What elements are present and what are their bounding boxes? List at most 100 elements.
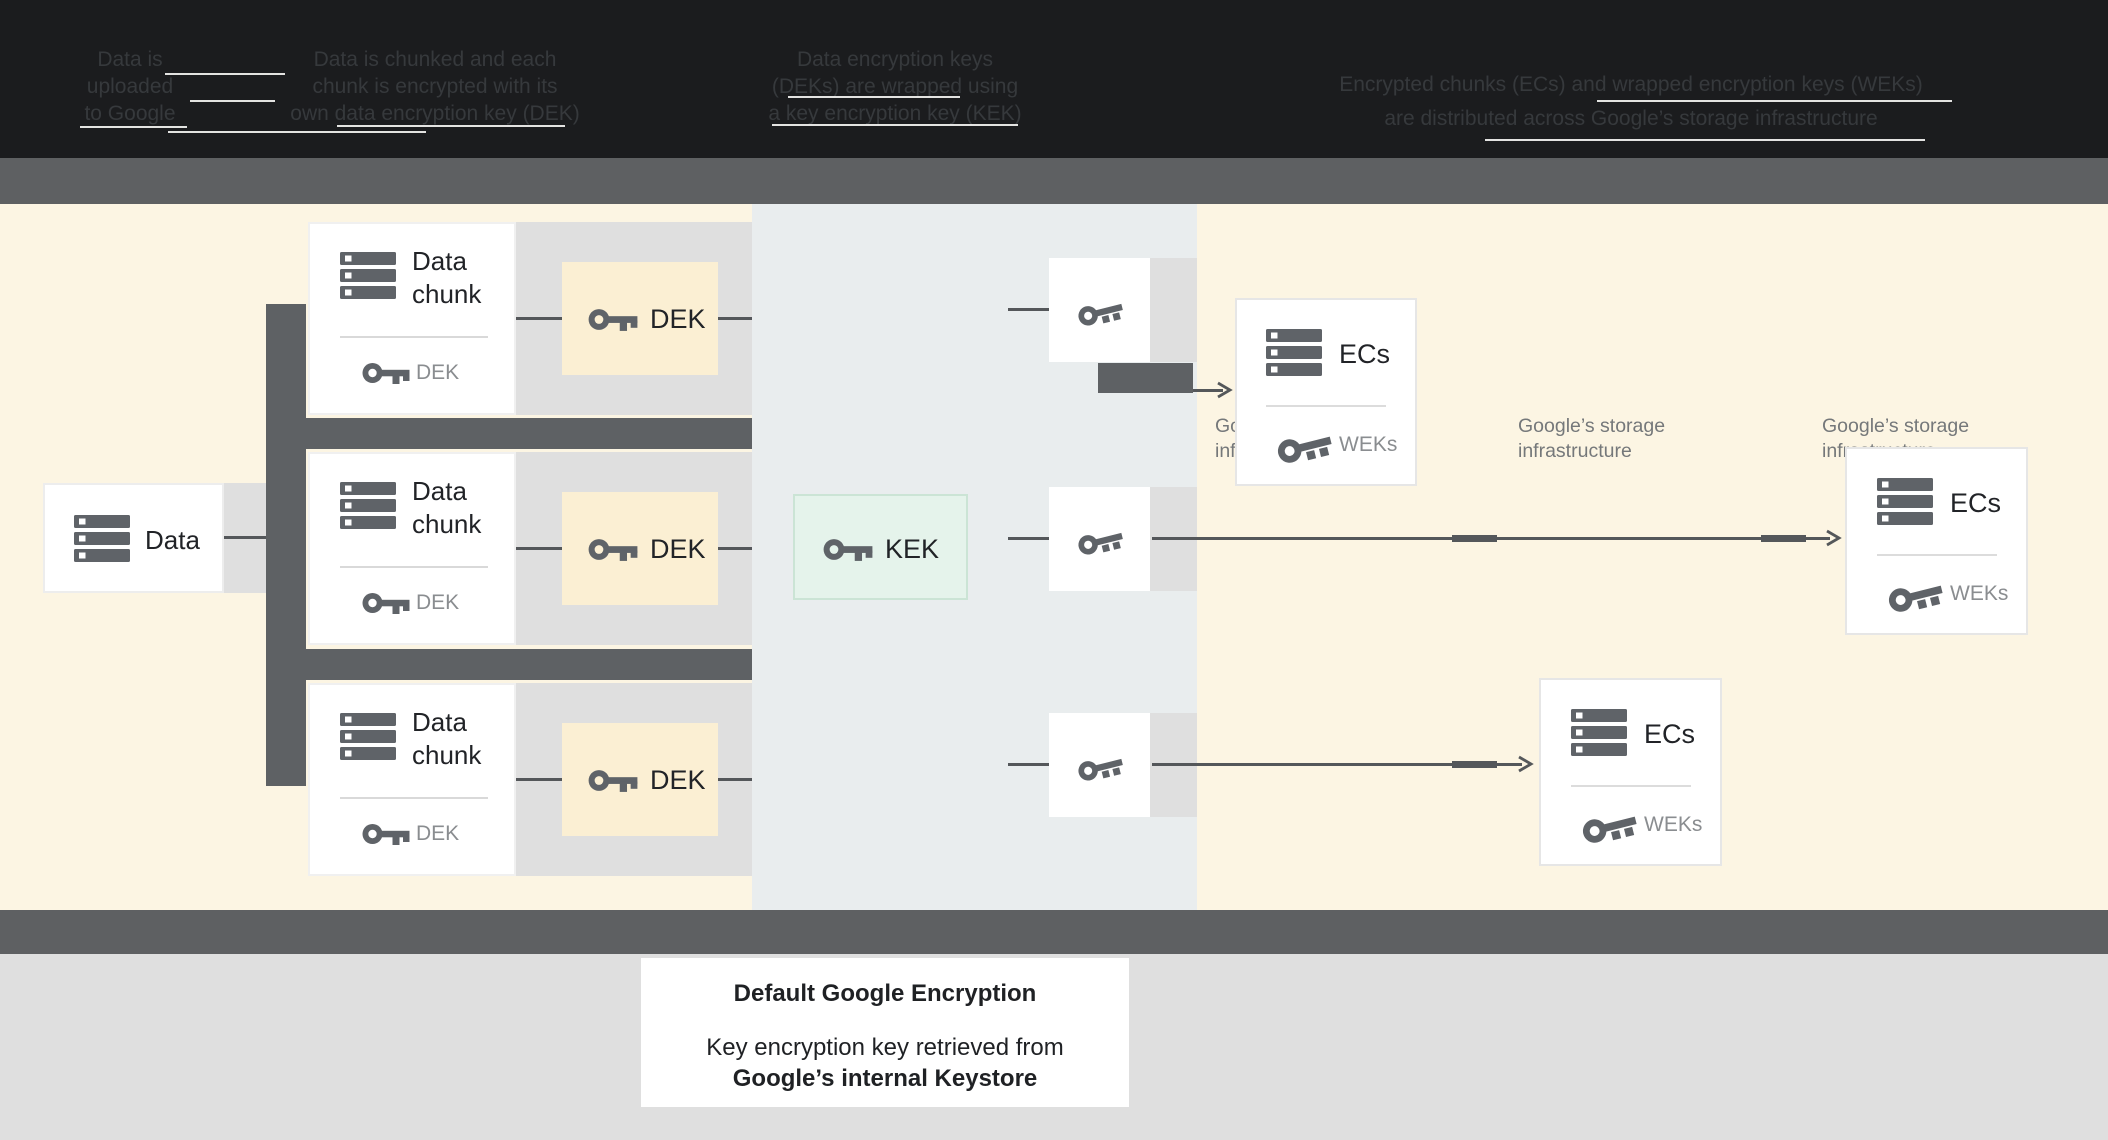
header-column-4: Encrypted chunks (ECs) and wrapped encry… <box>1320 68 1942 136</box>
key-icon <box>1078 532 1123 555</box>
header-column-3: Data encryption keys (DEKs) are wrapped … <box>745 46 1045 127</box>
underline-artifact <box>1597 100 1952 102</box>
underline-artifact <box>1485 139 1925 141</box>
database-icon <box>1571 709 1627 756</box>
data-chunk-card: Data chunk DEK <box>308 452 516 645</box>
top-section-bar <box>0 158 2108 204</box>
underline-artifact <box>788 96 960 98</box>
bottom-section-bar <box>0 910 2108 954</box>
chunk-split-horizontal-bar <box>266 649 752 680</box>
underline-artifact <box>772 124 1018 126</box>
card-divider <box>1266 405 1386 407</box>
wrap-key-box <box>1049 258 1150 362</box>
header-text: uploaded <box>86 75 174 98</box>
ecs-label: ECs <box>1644 719 1696 749</box>
database-icon <box>1877 478 1933 525</box>
arrowhead-icon <box>1518 755 1534 773</box>
dek-box-label: DEK <box>650 304 706 334</box>
key-icon <box>823 539 873 561</box>
card-divider <box>1571 785 1691 787</box>
header-text: Data encryption keys <box>796 48 994 71</box>
card-divider <box>340 566 488 568</box>
connector-line <box>718 778 752 781</box>
connector-line <box>516 778 562 781</box>
kek-box: KEK <box>793 494 968 600</box>
database-icon <box>340 713 396 760</box>
storage-label: Google’s storage infrastructure <box>1518 415 1666 462</box>
card-divider <box>340 336 488 338</box>
arrow-splice <box>1452 761 1497 768</box>
weks-key-icon <box>1888 585 1943 612</box>
key-icon <box>588 770 638 792</box>
database-icon <box>1266 329 1322 376</box>
dek-box-label: DEK <box>650 765 706 795</box>
database-icon <box>340 252 396 299</box>
caption-body: Key encryption key retrieved from Google… <box>641 1032 1129 1094</box>
dek-small-label: DEK <box>416 361 460 384</box>
chunk-split-horizontal-bar <box>266 418 752 449</box>
header-text: are distributed across Google’s storage … <box>1384 107 1878 130</box>
key-band <box>1150 258 1197 362</box>
data-chunk-label: Data chunk <box>412 246 482 309</box>
weks-label: WEKs <box>1644 813 1703 836</box>
weks-label: WEKs <box>1950 582 2009 605</box>
dek-small-label: DEK <box>416 822 460 845</box>
header-column-2: Data is chunked and each chunk is encryp… <box>280 46 590 127</box>
data-box: Data <box>43 483 224 593</box>
caption-line: Key encryption key retrieved from <box>706 1034 1064 1061</box>
caption-title: Default Google Encryption <box>733 980 1037 1007</box>
header-text: Data is chunked and each <box>313 48 557 71</box>
dek-key-icon <box>362 363 410 384</box>
data-box-label: Data <box>145 525 200 555</box>
dek-box-label: DEK <box>650 534 706 564</box>
ecs-label: ECs <box>1339 339 1391 369</box>
dek-box: DEK <box>562 723 718 836</box>
weks-key-icon <box>1582 816 1637 843</box>
data-chunk-label: Data chunk <box>412 476 482 539</box>
key-icon <box>1078 303 1123 326</box>
wrap-key-box <box>1049 713 1150 817</box>
arrow-splice <box>1761 535 1806 542</box>
underline-artifact <box>168 131 426 133</box>
key-icon <box>588 309 638 331</box>
dek-box: DEK <box>562 262 718 375</box>
card-divider <box>1877 554 1997 556</box>
ecs-card: ECs WEKs <box>1235 298 1417 486</box>
key-icon <box>588 539 638 561</box>
header-column-1: Data is uploaded to Google <box>30 46 230 127</box>
wrap-key-box <box>1049 487 1150 591</box>
weks-key-icon <box>1277 436 1332 463</box>
header-text: own data encryption key (DEK) <box>290 102 580 125</box>
ecs-card: ECs WEKs <box>1845 447 2028 635</box>
card-divider <box>340 797 488 799</box>
arrowhead-icon <box>1217 381 1233 399</box>
connector-line <box>516 317 562 320</box>
data-chunk-card: Data chunk DEK <box>308 222 516 415</box>
diagram-canvas: Data Data chunk DEK Data chunk <box>0 204 2108 910</box>
header-strip: Data is uploaded to Google Data is chunk… <box>0 0 2108 158</box>
connector-line <box>224 536 266 539</box>
caption-line: Google’s internal Keystore <box>732 1065 1038 1092</box>
ecs-label: ECs <box>1950 488 2002 518</box>
dek-box: DEK <box>562 492 718 605</box>
header-text: chunk is encrypted with its <box>312 75 558 98</box>
connector-line <box>516 547 562 550</box>
connector-line <box>718 547 752 550</box>
connector-line <box>1008 537 1049 540</box>
arrow-line <box>1152 763 1522 766</box>
header-text: to Google <box>84 102 176 125</box>
connector-line <box>718 317 752 320</box>
underline-artifact <box>337 125 565 127</box>
underline-artifact <box>190 100 275 102</box>
wrapped-key-bar <box>1098 363 1193 393</box>
dek-key-icon <box>362 593 410 614</box>
weks-label: WEKs <box>1339 433 1398 456</box>
data-chunk-label: Data chunk <box>412 707 482 770</box>
caption-card: Default Google Encryption Key encryption… <box>641 958 1129 1107</box>
kek-box-label: KEK <box>885 534 940 564</box>
connector-line <box>1008 308 1049 311</box>
arrowhead-icon <box>1826 529 1842 547</box>
underline-artifact <box>80 126 187 128</box>
header-text: Encrypted chunks (ECs) and wrapped encry… <box>1339 73 1923 96</box>
connector-line <box>1008 763 1049 766</box>
